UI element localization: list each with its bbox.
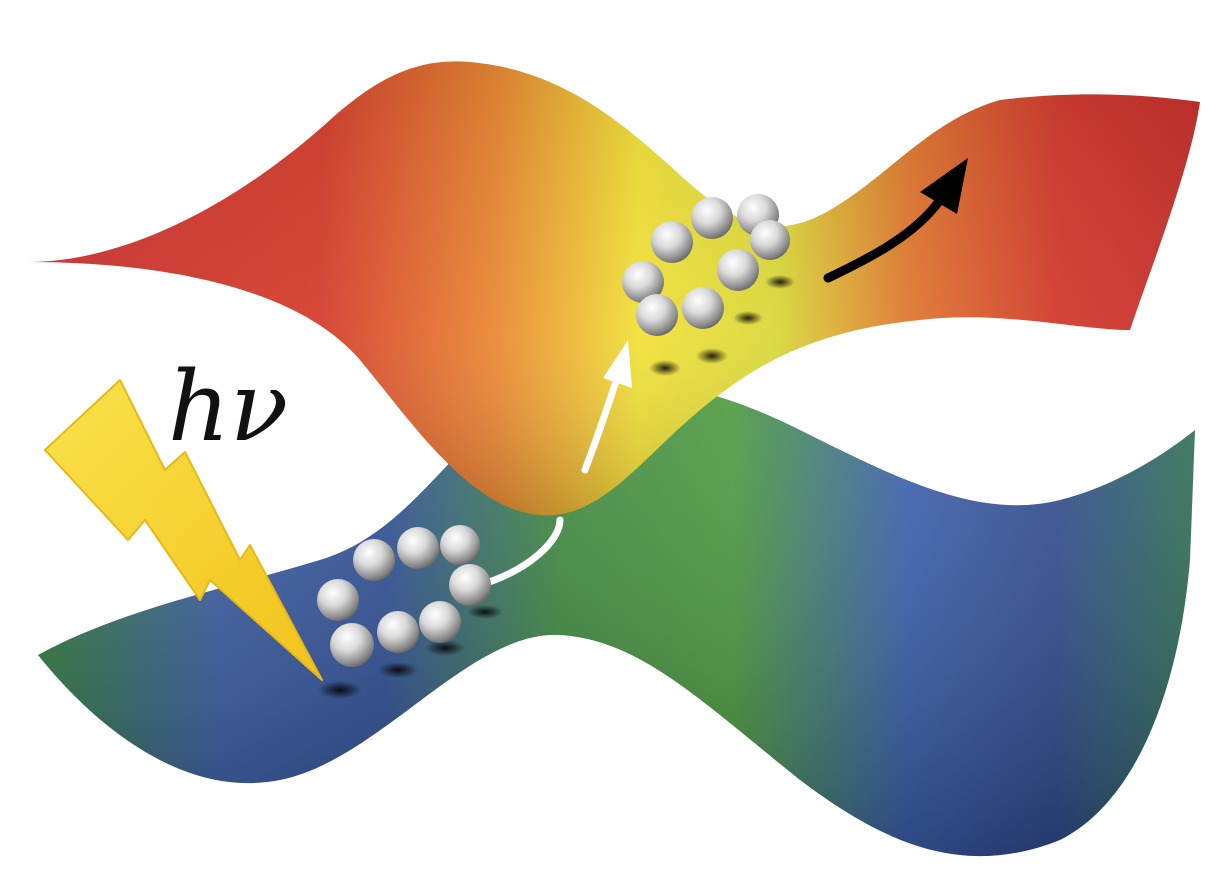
sphere-shadow: [765, 275, 795, 289]
sphere-shadow: [696, 348, 728, 364]
sphere-shadow: [318, 681, 362, 699]
molecule-sphere: [622, 261, 664, 303]
molecule-sphere: [397, 527, 439, 569]
molecule-sphere: [317, 579, 359, 621]
ground-molecule-cluster: [317, 525, 503, 699]
molecule-sphere: [651, 221, 693, 263]
photon-energy-label: hν: [168, 351, 288, 463]
molecule-sphere: [449, 564, 491, 606]
molecule-sphere: [440, 525, 480, 565]
sphere-shadow: [378, 662, 418, 678]
molecule-sphere: [682, 287, 724, 329]
sphere-shadow: [649, 360, 681, 376]
molecule-sphere: [377, 611, 419, 653]
molecule-sphere: [419, 601, 461, 643]
sphere-shadow: [467, 605, 503, 619]
white-curved-arrow-icon: [476, 340, 632, 589]
molecule-sphere: [750, 220, 790, 260]
ground-state-surface: [38, 381, 1195, 857]
molecule-sphere: [330, 623, 374, 667]
black-curved-arrow-icon: [823, 158, 968, 283]
excited-state-surface: [28, 61, 1200, 516]
lightning-bolt-icon: [44, 379, 323, 681]
molecule-sphere: [717, 249, 759, 291]
excited-molecule-cluster: [622, 194, 795, 376]
sphere-shadow: [425, 640, 465, 656]
sphere-shadow: [733, 311, 763, 325]
molecule-sphere: [636, 294, 678, 336]
molecule-sphere: [353, 539, 395, 581]
molecule-sphere: [691, 197, 733, 239]
